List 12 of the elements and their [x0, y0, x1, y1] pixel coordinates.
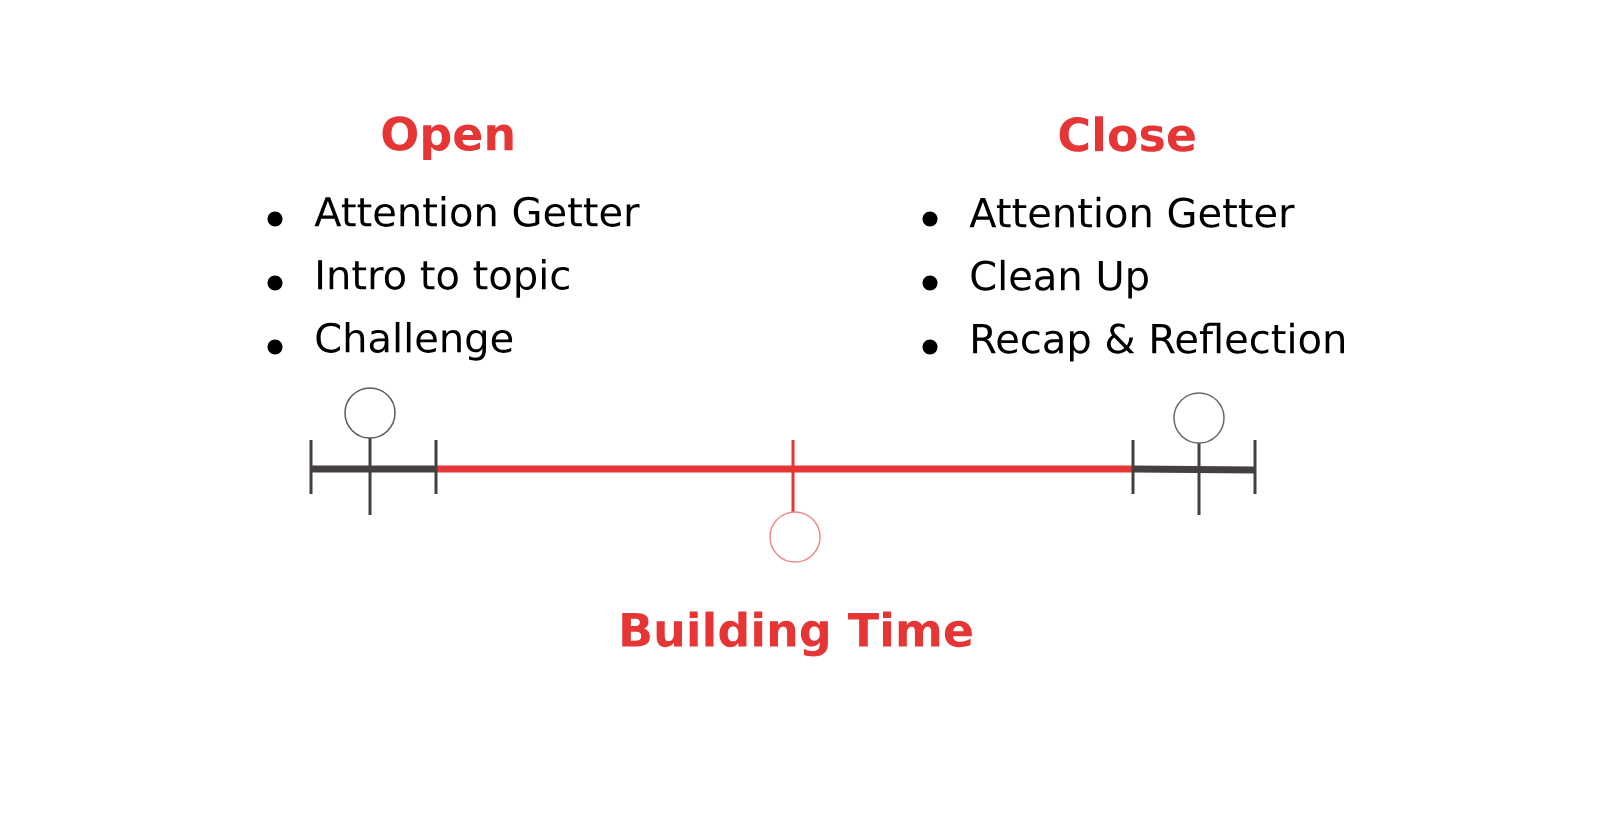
heading: Open	[382, 116, 513, 160]
bullet-item: Intro to topic	[318, 258, 569, 298]
circle-marker	[769, 511, 821, 563]
heading: Building Time	[622, 611, 972, 657]
bullet-item: Attention Getter	[314, 195, 640, 227]
bullet-item: Clean Up	[971, 259, 1148, 299]
circle-marker	[1173, 392, 1225, 444]
bullet-item: Attention Getter	[969, 196, 1295, 228]
bullet-item: Recap & Reflection	[973, 322, 1344, 362]
circle-marker	[344, 387, 396, 439]
bullet-item: Challenge	[316, 321, 513, 361]
heading: Close	[1059, 116, 1195, 152]
